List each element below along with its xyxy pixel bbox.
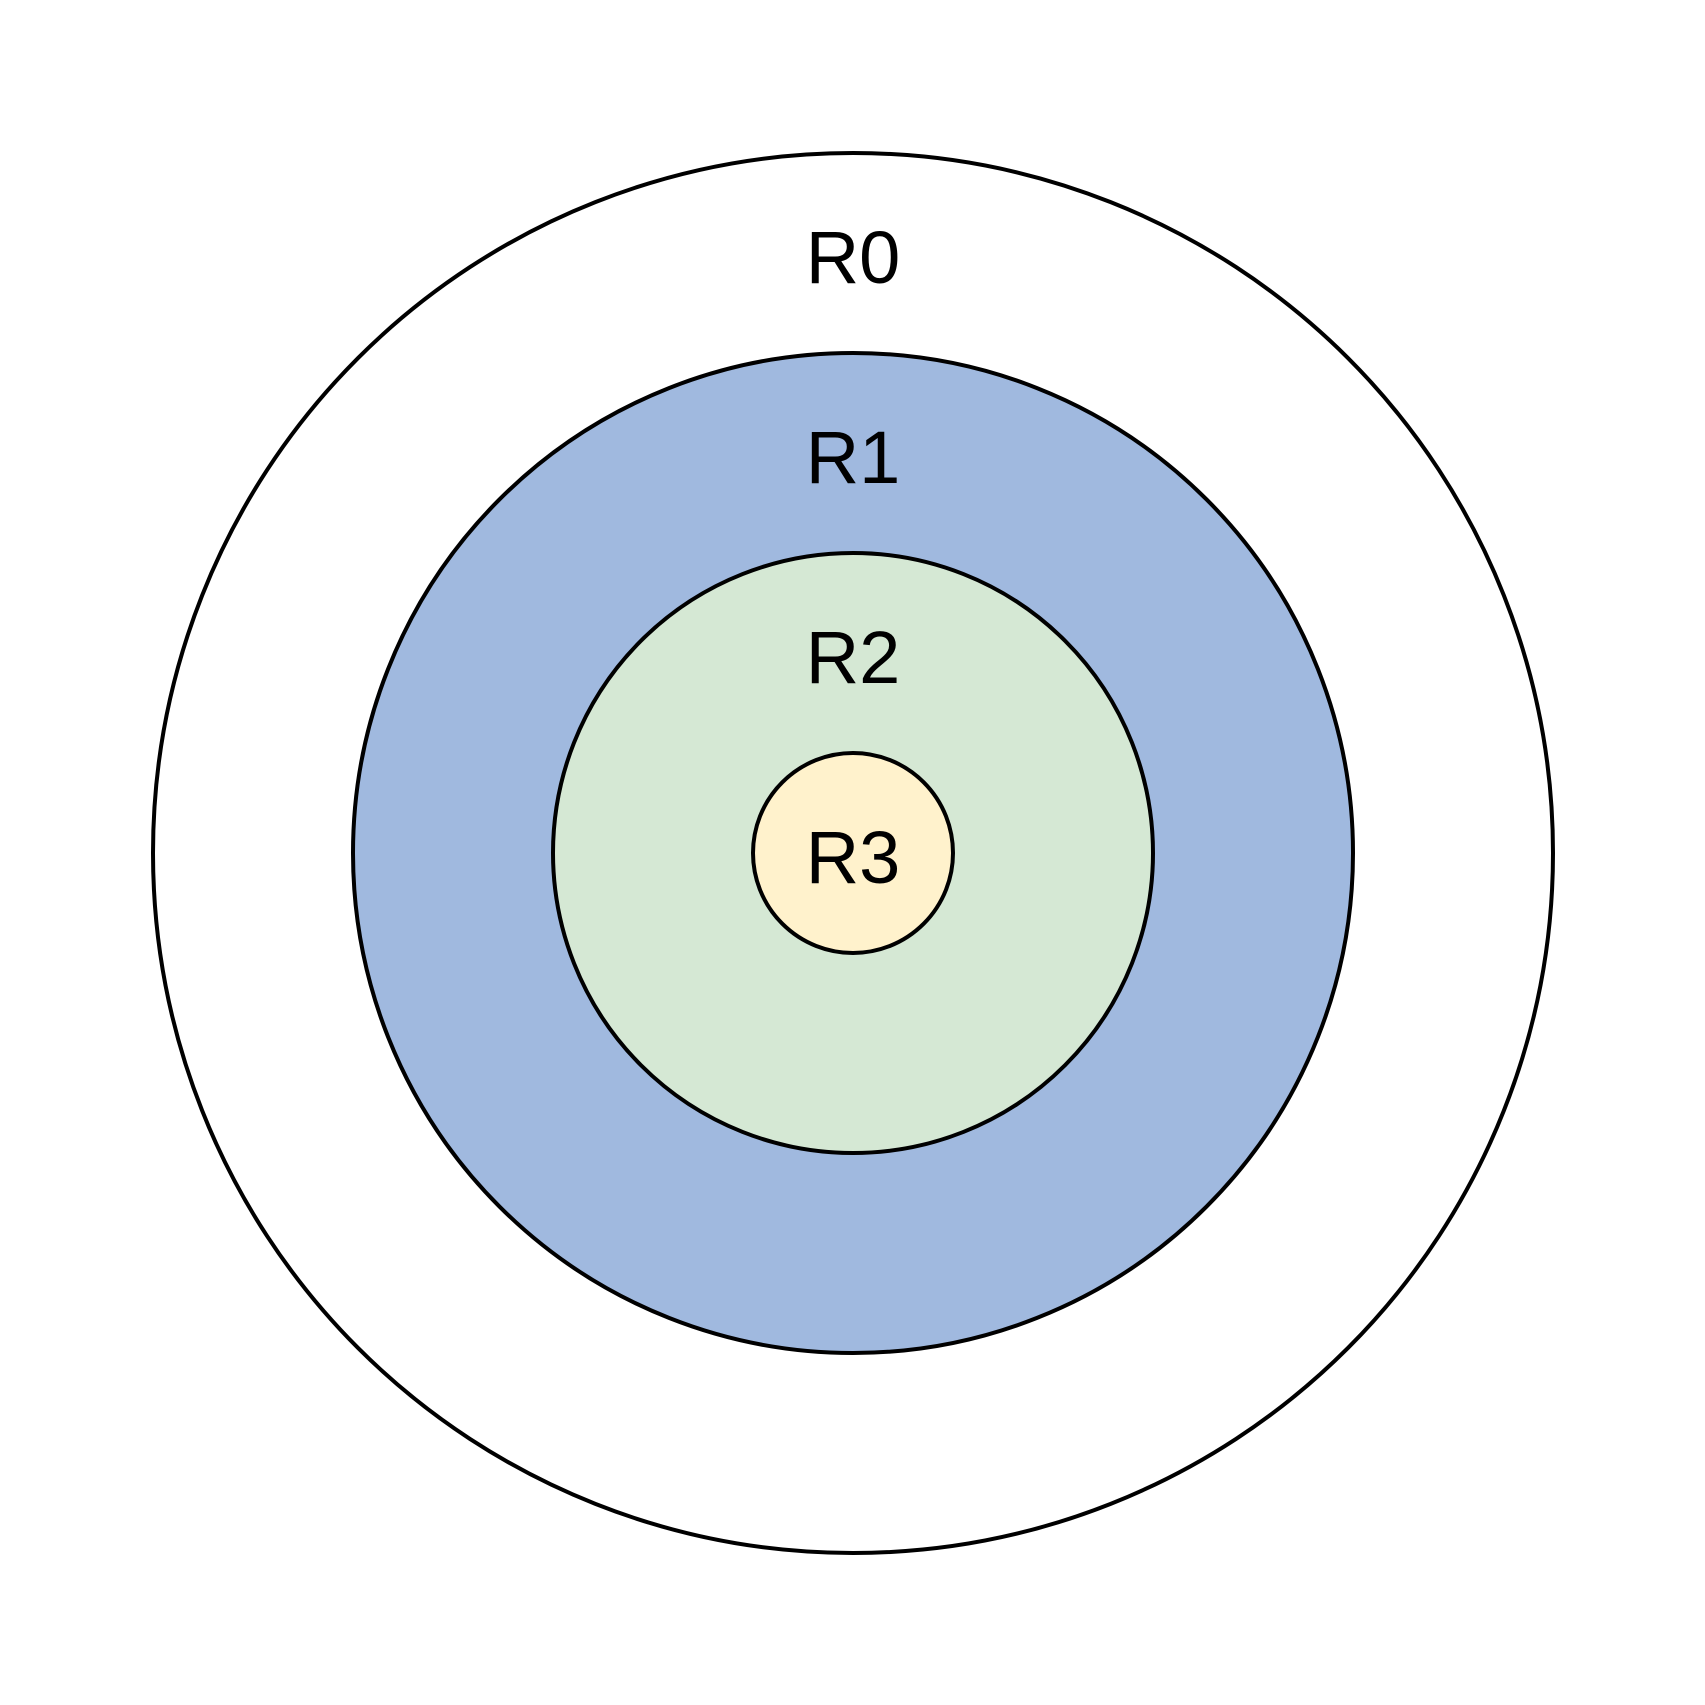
ring-r3 bbox=[751, 751, 955, 955]
ring-r0-label: R0 bbox=[806, 216, 901, 299]
ring-r3-label: R3 bbox=[806, 816, 901, 899]
ring-r1-label: R1 bbox=[806, 416, 901, 499]
ring-r2-label: R2 bbox=[806, 616, 901, 699]
